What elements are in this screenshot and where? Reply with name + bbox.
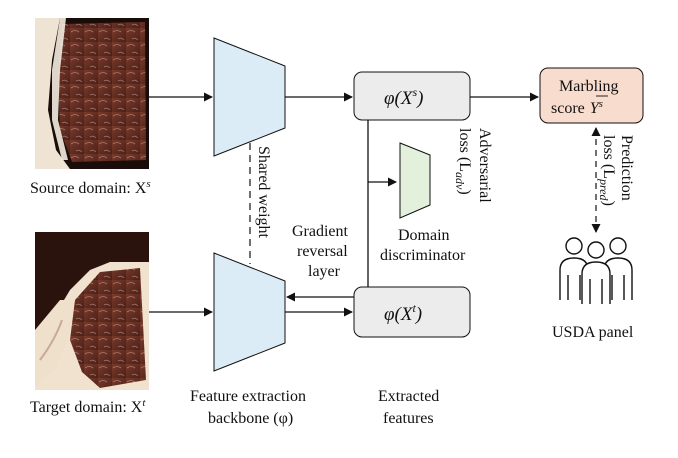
grl-label-3: layer <box>308 263 341 280</box>
target-domain-label: Target domain: Xt <box>30 397 146 416</box>
prediction-loss-label-2: loss (Lpred) <box>597 135 617 206</box>
target-meat-image <box>35 232 149 390</box>
marbling-label-1: Marbling <box>559 78 619 95</box>
extracted-caption-1: Extracted <box>378 388 439 405</box>
backbone-caption-1: Feature extraction <box>190 388 306 405</box>
source-domain-label: Source domain: Xs <box>30 178 151 197</box>
source-feature-box <box>353 71 471 121</box>
prediction-loss-label-1: Prediction <box>618 135 635 201</box>
extracted-caption-2: features <box>383 410 434 427</box>
usda-panel-label: USDA panel <box>552 324 634 341</box>
adversarial-loss-label-1: Adversarial <box>476 128 493 203</box>
disc-label-2: discriminator <box>380 247 466 264</box>
grl-label-2: reversal <box>297 243 348 260</box>
grl-label-1: Gradient <box>292 223 349 240</box>
domain-discriminator <box>399 142 431 219</box>
target-feature-label: φ(Xt) <box>384 301 422 325</box>
disc-label-1: Domain <box>398 227 450 244</box>
target-feature-box <box>353 286 471 338</box>
marbling-score-box <box>539 67 644 124</box>
backbone-caption-2: backbone (φ) <box>208 410 293 427</box>
target-backbone <box>213 252 286 372</box>
source-backbone <box>213 37 286 157</box>
source-feature-label: φ(Xs) <box>384 85 423 109</box>
source-meat-image <box>35 18 149 169</box>
usda-panel-icon <box>559 237 633 304</box>
shared-weight-label: Shared weight <box>255 146 272 239</box>
adversarial-loss-label-2: loss (Ladv) <box>453 128 473 195</box>
